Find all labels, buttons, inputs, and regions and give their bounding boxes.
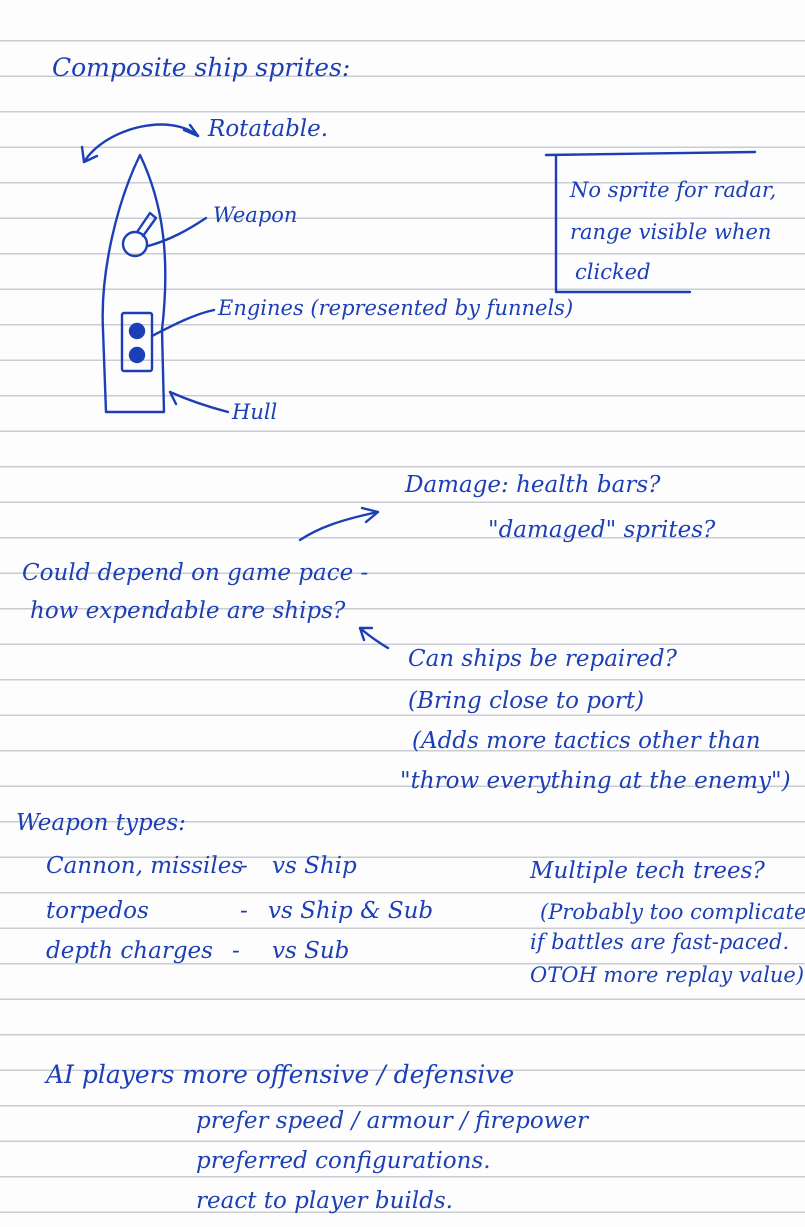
weapon-type-target: vs Ship & Sub bbox=[268, 898, 434, 924]
funnel-top-icon bbox=[128, 322, 146, 340]
rotate-arrow-right-head-icon bbox=[182, 123, 200, 138]
tech-note-line-4: OTOH more replay value). bbox=[530, 963, 805, 987]
funnel-bottom-icon bbox=[128, 346, 146, 364]
weapon-type-name: Cannon, missiles bbox=[46, 853, 244, 879]
repair-note-line-2: (Bring close to port) bbox=[408, 688, 645, 714]
radar-note-line-3: clicked bbox=[575, 260, 651, 284]
weapon-types-heading: Weapon types: bbox=[16, 810, 186, 836]
weapon-turret-icon bbox=[121, 230, 149, 258]
ship-hull-icon bbox=[101, 153, 167, 414]
weapon-type-target: vs Ship bbox=[272, 853, 357, 879]
weapon-type-name: depth charges bbox=[46, 938, 213, 964]
weapon-type-dash: - bbox=[240, 853, 248, 879]
engine-box-icon bbox=[120, 311, 154, 373]
weapon-barrel-icon bbox=[135, 211, 158, 238]
weapon-pointer-arrow-icon bbox=[146, 216, 208, 248]
pace-note-line-2: how expendable are ships? bbox=[30, 598, 346, 624]
engines-label: Engines (represented by funnels) bbox=[218, 296, 574, 320]
weapon-type-target: vs Sub bbox=[272, 938, 350, 964]
hull-pointer-arrow-icon bbox=[168, 390, 230, 414]
repair-arrow-icon bbox=[358, 626, 390, 650]
rotate-arrow-left-head-icon bbox=[80, 145, 99, 164]
weapon-type-dash: - bbox=[232, 938, 240, 964]
pace-note-line-1: Could depend on game pace - bbox=[22, 560, 369, 586]
weapon-label: Weapon bbox=[213, 203, 298, 227]
ai-note-line-3: preferred configurations. bbox=[196, 1148, 491, 1174]
radar-bracket-icon bbox=[544, 150, 757, 294]
tech-note-line-1: Multiple tech trees? bbox=[530, 858, 765, 884]
tech-note-line-3: if battles are fast-paced. bbox=[530, 930, 790, 954]
weapon-type-dash: - bbox=[240, 898, 248, 924]
engines-pointer-arrow-icon bbox=[150, 308, 216, 338]
hull-label: Hull bbox=[232, 400, 278, 424]
ai-note-line-2: prefer speed / armour / firepower bbox=[196, 1108, 588, 1134]
rotate-arrow-icon bbox=[82, 123, 200, 164]
ai-note-line-1: AI players more offensive / defensive bbox=[46, 1060, 515, 1089]
repair-note-line-3: (Adds more tactics other than bbox=[412, 728, 761, 754]
repair-note-line-1: Can ships be repaired? bbox=[408, 646, 677, 672]
page-title: Composite ship sprites: bbox=[52, 53, 351, 82]
weapon-type-name: torpedos bbox=[46, 898, 149, 924]
radar-note-line-2: range visible when bbox=[570, 220, 772, 244]
repair-note-line-4: "throw everything at the enemy") bbox=[400, 768, 791, 794]
ai-note-line-4: react to player builds. bbox=[196, 1188, 453, 1214]
damage-arrow-icon bbox=[298, 506, 380, 542]
damage-note-line-2: "damaged" sprites? bbox=[488, 517, 716, 543]
tech-note-line-2: (Probably too complicated, bbox=[540, 900, 805, 924]
damage-note-line-1: Damage: health bars? bbox=[405, 472, 661, 498]
rotatable-label: Rotatable. bbox=[208, 116, 329, 142]
radar-note-line-1: No sprite for radar, bbox=[570, 178, 777, 202]
